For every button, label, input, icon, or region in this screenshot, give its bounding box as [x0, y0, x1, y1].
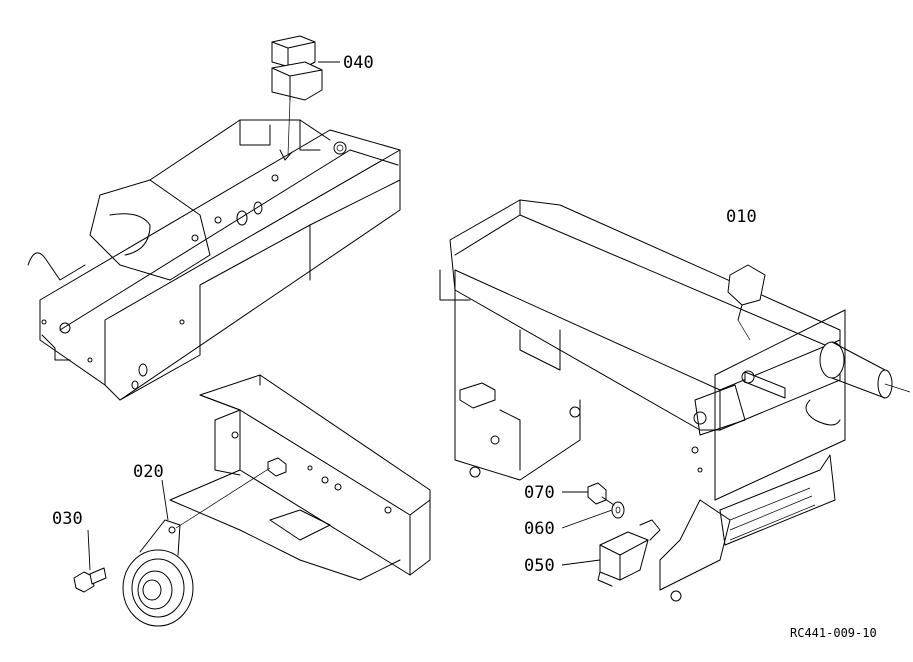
right-frame-assembly-010	[439, 199, 911, 602]
switch-050	[597, 519, 661, 587]
horn-020	[122, 519, 194, 627]
label-010: 010	[726, 207, 757, 227]
label-020: 020	[133, 462, 164, 482]
label-040: 040	[343, 53, 374, 73]
label-030: 030	[52, 509, 83, 529]
leader-lines	[87, 61, 613, 571]
label-050: 050	[524, 556, 555, 576]
drawing-code: RC441-009-10	[790, 626, 877, 640]
bolt-030	[73, 567, 107, 593]
label-070: 070	[524, 483, 555, 503]
label-060: 060	[524, 519, 555, 539]
center-bracket	[169, 374, 431, 581]
left-frame-assembly	[27, 119, 401, 401]
bolt-070	[587, 482, 615, 506]
relay-040	[271, 35, 323, 161]
